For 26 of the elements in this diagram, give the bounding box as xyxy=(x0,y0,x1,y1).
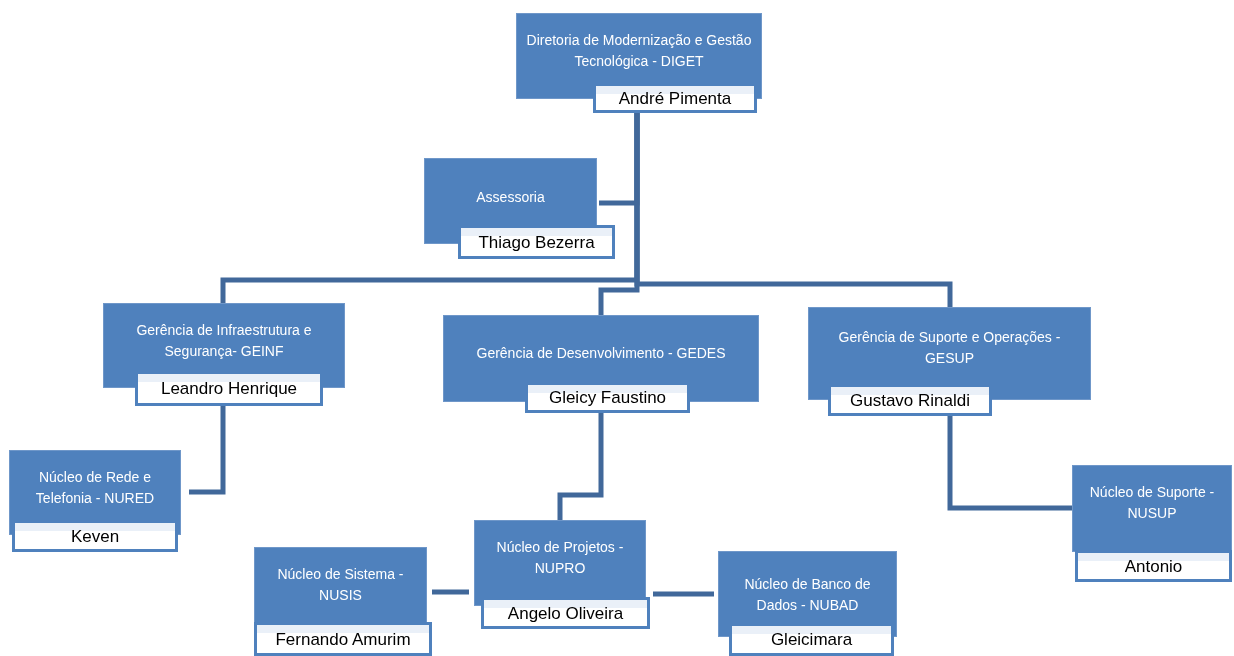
connector-line xyxy=(634,113,953,307)
name-tag: Gleicimara xyxy=(729,623,894,656)
unit-title: Núcleo de Banco de Dados - NUBAD xyxy=(743,575,872,615)
name-tag: Gustavo Rinaldi xyxy=(828,384,992,416)
unit-title: Gerência de Suporte e Operações - GESUP xyxy=(837,328,1062,368)
name-tag: Leandro Henrique xyxy=(135,371,323,406)
unit-title: Núcleo de Rede e Telefonia - NURED xyxy=(34,468,156,508)
unit-title: Gerência de Desenvolvimento - GEDES xyxy=(476,344,726,363)
name-tag: André Pimenta xyxy=(593,83,757,113)
connector-line xyxy=(947,416,1072,511)
unit-title: Assessoria xyxy=(476,188,545,207)
name-tag: Antonio xyxy=(1075,550,1232,582)
connector-line xyxy=(189,406,226,495)
name-tag: Thiago Bezerra xyxy=(458,225,615,259)
name-tag: Angelo Oliveira xyxy=(481,597,650,629)
unit-title: Diretoria de Modernização e Gestão Tecnológica - DIGET xyxy=(525,31,753,71)
unit-title: Núcleo de Projetos - NUPRO xyxy=(495,538,625,578)
unit-title: Gerência de Infraestrutura e Segurança- GEINF xyxy=(135,321,313,361)
unit-title: Núcleo de Suporte - NUSUP xyxy=(1088,483,1216,523)
connector-line xyxy=(557,413,604,520)
unit-title: Núcleo de Sistema - NUSIS xyxy=(276,565,405,605)
name-tag: Gleicy Faustino xyxy=(525,382,690,413)
name-tag: Fernando Amurim xyxy=(254,622,432,656)
connector-line xyxy=(432,589,469,595)
connector-line xyxy=(653,591,714,597)
name-tag: Keven xyxy=(12,520,178,552)
